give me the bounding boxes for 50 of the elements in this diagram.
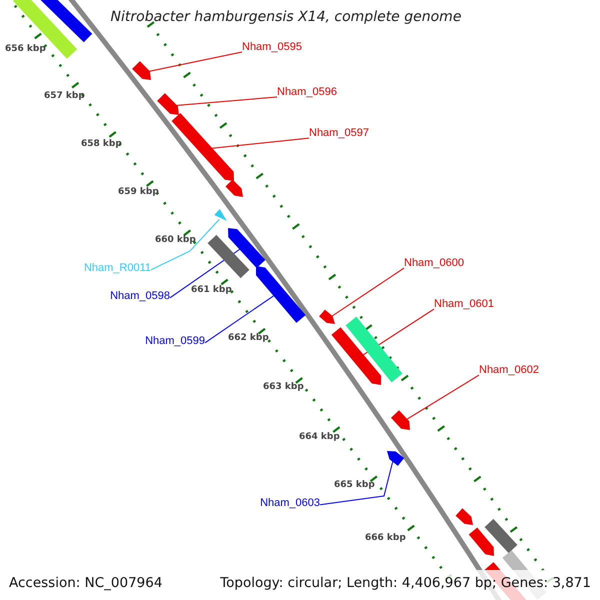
- scale-label: 666 kbp: [365, 532, 406, 545]
- genome-info-text: Topology: circular; Length: 4,406,967 bp; Genes: 3,871: [220, 575, 591, 591]
- scale-label: 664 kbp: [299, 431, 340, 444]
- gene-label: Nham_0595: [242, 41, 302, 54]
- scale-label: 656 kbp: [5, 43, 46, 56]
- gene-feature: [346, 316, 402, 382]
- gene-feature: [387, 451, 404, 466]
- gene-label: Nham_0602: [479, 364, 539, 377]
- gene-label: Nham_R0011: [84, 262, 151, 275]
- scale-label: 665 kbp: [334, 479, 375, 492]
- leader-line: [320, 460, 394, 506]
- gene-feature: [132, 61, 151, 80]
- gene-feature: [172, 113, 234, 181]
- gene-feature: [157, 93, 179, 115]
- title: Nitrobacter hamburgensis X14, complete genome: [110, 9, 462, 26]
- scale-label: 658 kbp: [81, 138, 122, 151]
- gene-label: Nham_0599: [145, 335, 205, 348]
- gene-feature: [40, 0, 92, 42]
- gene-label: Nham_0598: [110, 290, 170, 303]
- gene-feature: [468, 528, 494, 556]
- gene-label: Nham_0601: [434, 298, 494, 311]
- gene-feature: [319, 310, 335, 324]
- scale-label: 657 kbp: [44, 90, 85, 103]
- leader-line: [332, 268, 404, 316]
- scale-label: 663 kbp: [263, 381, 304, 394]
- gene-feature: [214, 209, 227, 221]
- gene-feature: [484, 518, 518, 554]
- gene-feature: [456, 508, 473, 525]
- leader-line: [148, 52, 242, 72]
- gene-label: Nham_0596: [277, 86, 337, 99]
- gene-feature: [226, 180, 243, 197]
- scale-label: 659 kbp: [118, 186, 159, 199]
- gene-feature: [331, 327, 382, 385]
- scale-label: 662 kbp: [228, 332, 269, 345]
- leader-line: [150, 218, 220, 270]
- accession-text: Accession: NC_007964: [9, 575, 162, 591]
- gene-feature: [228, 228, 266, 268]
- gene-label: Nham_0597: [309, 127, 369, 140]
- leader-line: [406, 374, 480, 420]
- leader-line: [204, 295, 274, 344]
- gene-feature: [208, 234, 250, 278]
- scale-label: 661 kbp: [191, 284, 232, 297]
- leader-line: [210, 138, 310, 149]
- gene-label: Nham_0603: [260, 497, 320, 510]
- leader-line: [170, 248, 240, 298]
- leader-line: [175, 96, 278, 106]
- scale-label: 660 kbp: [155, 234, 196, 247]
- gene-feature: [391, 410, 410, 430]
- gene-feature: [256, 266, 306, 323]
- gene-label: Nham_0600: [404, 257, 464, 270]
